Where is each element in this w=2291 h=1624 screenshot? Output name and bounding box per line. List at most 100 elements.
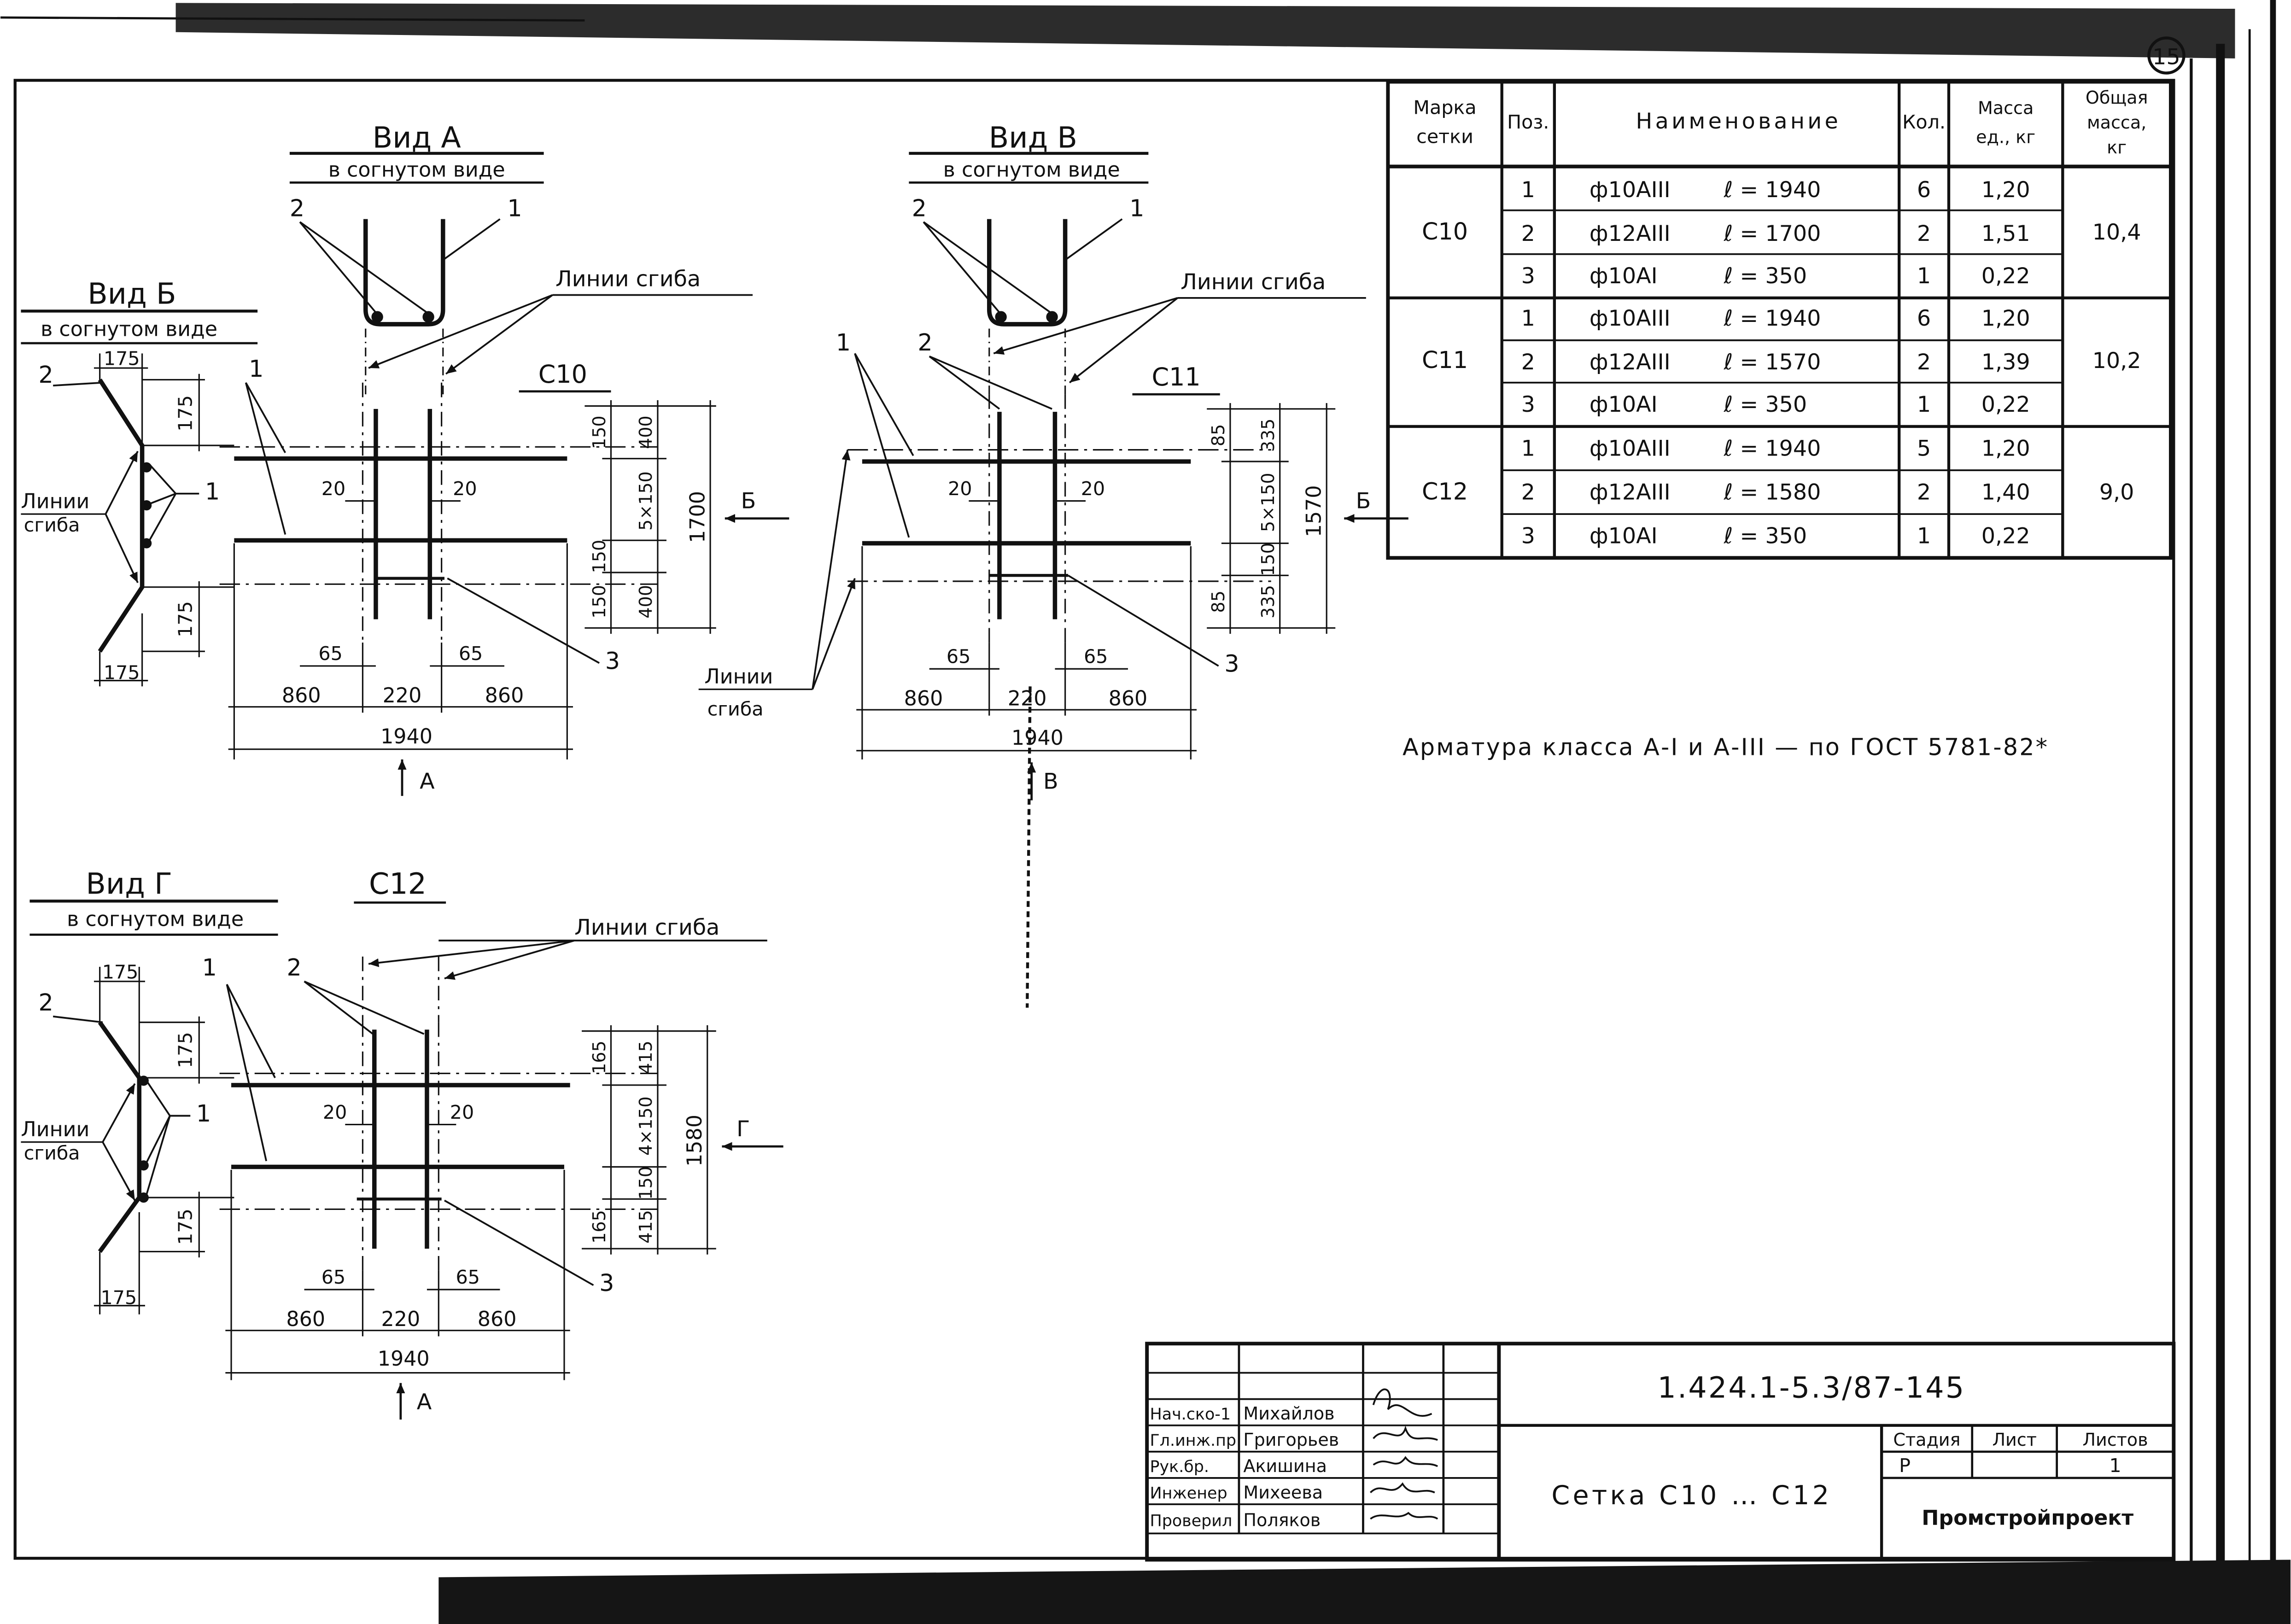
svg-text:А: А [417, 1390, 432, 1415]
sheets-header: Листов [2082, 1430, 2148, 1450]
svg-text:20: 20 [323, 1101, 347, 1123]
svg-text:15: 15 [2152, 45, 2180, 70]
row-length: ℓ = 1700 [1724, 221, 1821, 246]
svg-text:150: 150 [589, 585, 609, 619]
svg-text:860: 860 [286, 1308, 325, 1331]
row-name: ф12АIII [1590, 350, 1671, 375]
svg-text:175: 175 [104, 661, 140, 683]
svg-text:20: 20 [450, 1101, 474, 1123]
svg-text:85: 85 [1208, 590, 1228, 613]
svg-text:3: 3 [605, 647, 620, 674]
svg-text:220: 220 [1008, 687, 1047, 711]
view-a-bend-label: Линии сгиба [555, 266, 701, 292]
svg-text:5×150: 5×150 [636, 471, 656, 531]
row-qty: 2 [1917, 350, 1931, 375]
row-length: ℓ = 1580 [1724, 479, 1821, 505]
row-name: ф10АIII [1590, 306, 1671, 331]
row-pos: 2 [1521, 479, 1535, 505]
svg-text:сгиба: сгиба [707, 698, 764, 720]
view-a: Вид А в согнутом виде 2 1 Линии сгиба [290, 120, 753, 395]
signature-role: Проверил [1150, 1512, 1233, 1531]
row-qty: 6 [1917, 177, 1931, 203]
signatures-handwritten [1369, 1388, 1438, 1520]
svg-text:А: А [420, 769, 435, 794]
svg-text:2: 2 [287, 954, 302, 981]
header-total-line2: масса, [2087, 112, 2146, 133]
svg-text:1940: 1940 [1011, 726, 1064, 750]
row-total-mass: 10,4 [2092, 220, 2141, 245]
row-mass: 1,20 [1981, 436, 2030, 461]
row-mark: С12 [1422, 478, 1468, 505]
view-b-title: Вид Б [88, 277, 176, 311]
svg-text:Б: Б [1356, 488, 1371, 514]
svg-text:400: 400 [636, 585, 656, 619]
row-mark: С11 [1422, 346, 1468, 374]
svg-text:1: 1 [196, 1100, 211, 1127]
row-name: ф10АI [1590, 392, 1658, 417]
svg-text:1: 1 [1129, 194, 1144, 222]
row-pos: 3 [1521, 524, 1535, 549]
svg-text:1580: 1580 [683, 1115, 707, 1167]
signature-name: Григорьев [1243, 1430, 1339, 1450]
row-pos: 3 [1521, 263, 1535, 289]
svg-text:1570: 1570 [1303, 485, 1326, 537]
row-length: ℓ = 1940 [1724, 306, 1821, 331]
row-name: ф12АIII [1590, 479, 1671, 505]
row-pos: 2 [1521, 221, 1535, 246]
svg-text:175: 175 [104, 348, 140, 370]
spec-table-header: Марка сетки Поз. Наименование Кол. Масса… [1413, 88, 2148, 158]
svg-text:20: 20 [453, 478, 477, 500]
svg-text:сгиба: сгиба [24, 514, 80, 536]
header-total-line1: Общая [2086, 88, 2148, 108]
row-mark: С10 [1422, 218, 1468, 245]
svg-text:165: 165 [589, 1040, 609, 1074]
header-pos: Поз. [1507, 111, 1549, 133]
svg-text:335: 335 [1258, 419, 1278, 452]
svg-text:5×150: 5×150 [1258, 473, 1278, 532]
svg-text:65: 65 [321, 1266, 345, 1288]
row-length: ℓ = 350 [1724, 524, 1807, 549]
svg-text:Линии: Линии [21, 1118, 89, 1141]
mesh-c12-bend-label: Линии сгиба [574, 915, 719, 940]
svg-text:175: 175 [174, 1032, 196, 1069]
spec-table-rows: 1 ф10АIII ℓ = 1940 6 1,20 С10 10,4 2 ф12АIII ℓ = … [1422, 177, 2141, 549]
row-total-mass: 9,0 [2099, 479, 2134, 505]
svg-text:150: 150 [589, 415, 609, 449]
row-qty: 5 [1917, 436, 1931, 461]
svg-text:2: 2 [912, 194, 927, 222]
row-mass: 1,39 [1981, 350, 2030, 375]
svg-text:415: 415 [636, 1210, 656, 1244]
row-qty: 2 [1917, 479, 1931, 505]
svg-text:1: 1 [202, 954, 217, 981]
svg-text:Б: Б [741, 488, 756, 514]
drawing-title: Сетка С10 … С12 [1551, 1480, 1832, 1511]
svg-text:860: 860 [478, 1308, 517, 1331]
svg-text:Линии: Линии [21, 490, 89, 513]
view-v-title: Вид В [989, 120, 1077, 154]
row-pos: 2 [1521, 350, 1535, 375]
header-mark-line2: сетки [1416, 126, 1473, 148]
svg-text:20: 20 [321, 478, 345, 500]
svg-text:2: 2 [290, 194, 304, 222]
row-qty: 6 [1917, 306, 1931, 331]
svg-text:860: 860 [485, 684, 524, 707]
row-qty: 1 [1917, 392, 1931, 417]
svg-text:165: 165 [589, 1210, 609, 1244]
mesh-c11-plan: С11 1 2 3 Линии сгиба 20 20 65 65 8 [698, 329, 1408, 800]
svg-text:150: 150 [1258, 543, 1278, 576]
row-mass: 0,22 [1981, 524, 2030, 549]
svg-text:860: 860 [282, 684, 321, 707]
view-g: Вид Г в согнутом виде 175 175 175 175 2 … [21, 867, 278, 1314]
svg-text:1940: 1940 [378, 1347, 430, 1371]
svg-text:415: 415 [636, 1040, 656, 1074]
svg-text:65: 65 [459, 643, 483, 665]
svg-text:150: 150 [589, 540, 609, 573]
signature-role: Инженер [1150, 1484, 1227, 1502]
svg-text:860: 860 [904, 687, 943, 711]
view-g-subtitle: в согнутом виде [67, 907, 244, 931]
spec-table [1386, 80, 2173, 560]
svg-text:1: 1 [205, 478, 220, 505]
svg-text:400: 400 [636, 415, 656, 449]
view-b-subtitle: в согнутом виде [41, 317, 217, 341]
